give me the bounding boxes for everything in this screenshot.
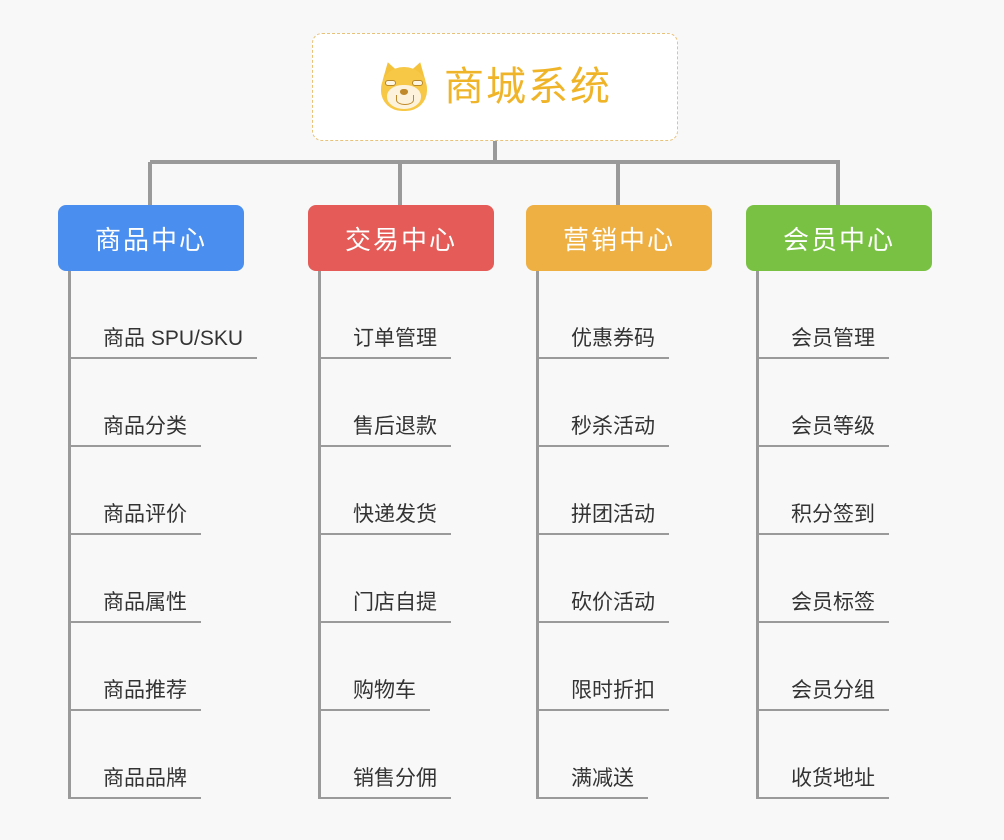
leaf-label: 会员管理 (759, 322, 889, 359)
list-item[interactable]: 商品品牌 (71, 711, 244, 799)
list-item[interactable]: 砍价活动 (539, 535, 712, 623)
leaf-label: 商品推荐 (71, 674, 201, 711)
leaf-label: 积分签到 (759, 498, 889, 535)
leaf-label: 商品 SPU/SKU (70, 322, 258, 359)
list-item[interactable]: 限时折扣 (539, 623, 712, 711)
leaf-label: 商品属性 (71, 586, 201, 623)
leaf-label: 商品品牌 (71, 762, 201, 799)
leaf-label: 会员等级 (759, 410, 889, 447)
branch-商品中心: 商品中心 商品 SPU/SKU 商品分类 商品评价 商品属性 商品推荐 商品品牌 (58, 205, 258, 799)
leaf-label: 门店自提 (321, 586, 451, 623)
leaf-label: 满减送 (539, 762, 648, 799)
list-item[interactable]: 订单管理 (321, 271, 494, 359)
branch-leaf-list-1: 订单管理 售后退款 快递发货 门店自提 购物车 销售分佣 (318, 271, 494, 799)
leaf-label: 会员标签 (759, 586, 889, 623)
list-item[interactable]: 商品分类 (71, 359, 244, 447)
leaf-label: 拼团活动 (539, 498, 669, 535)
list-item[interactable]: 会员管理 (759, 271, 932, 359)
list-item[interactable]: 会员等级 (759, 359, 932, 447)
branch-header-3[interactable]: 会员中心 (746, 205, 932, 271)
list-item[interactable]: 门店自提 (321, 535, 494, 623)
leaf-label: 限时折扣 (539, 674, 669, 711)
branch-leaf-list-2: 优惠券码 秒杀活动 拼团活动 砍价活动 限时折扣 满减送 (536, 271, 712, 799)
branch-header-0[interactable]: 商品中心 (58, 205, 244, 271)
list-item[interactable]: 优惠券码 (539, 271, 712, 359)
list-item[interactable]: 满减送 (539, 711, 712, 799)
leaf-label: 销售分佣 (321, 762, 451, 799)
list-item[interactable]: 购物车 (321, 623, 494, 711)
leaf-label: 订单管理 (321, 322, 451, 359)
list-item[interactable]: 拼团活动 (539, 447, 712, 535)
list-item[interactable]: 销售分佣 (321, 711, 494, 799)
leaf-label: 售后退款 (321, 410, 451, 447)
root-title: 商城系统 (444, 65, 612, 109)
leaf-label: 秒杀活动 (539, 410, 669, 447)
leaf-label: 购物车 (321, 674, 430, 711)
list-item[interactable]: 收货地址 (759, 711, 932, 799)
root-node[interactable]: 商城系统 (312, 33, 678, 141)
list-item[interactable]: 售后退款 (321, 359, 494, 447)
list-item[interactable]: 商品 SPU/SKU (70, 271, 258, 359)
list-item[interactable]: 商品推荐 (71, 623, 244, 711)
leaf-label: 快递发货 (321, 498, 451, 535)
branch-交易中心: 交易中心 订单管理 售后退款 快递发货 门店自提 购物车 销售分佣 (308, 205, 494, 799)
leaf-label: 收货地址 (759, 762, 889, 799)
leaf-label: 商品分类 (71, 410, 201, 447)
leaf-label: 会员分组 (759, 674, 889, 711)
list-item[interactable]: 秒杀活动 (539, 359, 712, 447)
leaf-label: 商品评价 (71, 498, 201, 535)
list-item[interactable]: 会员分组 (759, 623, 932, 711)
leaf-label: 砍价活动 (539, 586, 669, 623)
list-item[interactable]: 会员标签 (759, 535, 932, 623)
branch-营销中心: 营销中心 优惠券码 秒杀活动 拼团活动 砍价活动 限时折扣 满减送 (526, 205, 712, 799)
shiba-dog-face-icon (378, 59, 430, 113)
list-item[interactable]: 积分签到 (759, 447, 932, 535)
branch-会员中心: 会员中心 会员管理 会员等级 积分签到 会员标签 会员分组 收货地址 (746, 205, 932, 799)
branch-header-2[interactable]: 营销中心 (526, 205, 712, 271)
branch-leaf-list-0: 商品 SPU/SKU 商品分类 商品评价 商品属性 商品推荐 商品品牌 (68, 271, 258, 799)
list-item[interactable]: 快递发货 (321, 447, 494, 535)
branch-header-1[interactable]: 交易中心 (308, 205, 494, 271)
list-item[interactable]: 商品评价 (71, 447, 244, 535)
branch-leaf-list-3: 会员管理 会员等级 积分签到 会员标签 会员分组 收货地址 (756, 271, 932, 799)
list-item[interactable]: 商品属性 (71, 535, 244, 623)
leaf-label: 优惠券码 (539, 322, 669, 359)
